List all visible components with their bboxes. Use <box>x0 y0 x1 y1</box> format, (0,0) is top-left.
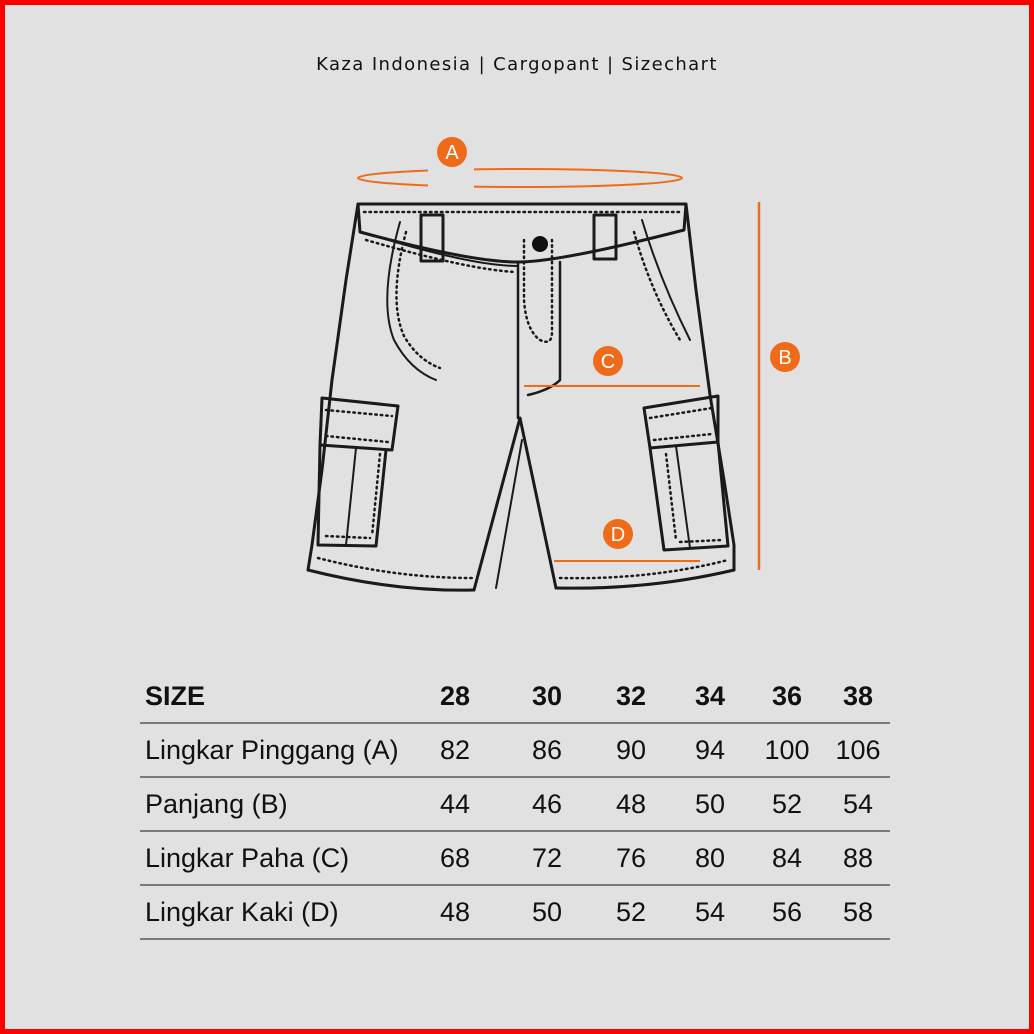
waist-measure-a: A <box>357 137 683 190</box>
marker-b-label: B <box>778 347 791 369</box>
size-header-cell: 28 <box>439 681 471 711</box>
row-label: Lingkar Kaki (D) <box>145 897 339 927</box>
table-header-row: SIZE 28 30 32 34 36 38 <box>140 670 890 724</box>
marker-c-label: C <box>601 351 615 373</box>
size-header-cell: 32 <box>615 681 647 711</box>
size-header-cell: 36 <box>771 681 803 711</box>
marker-a-label: A <box>445 142 459 164</box>
size-header-cell: 38 <box>842 681 874 711</box>
table-cell: 48 <box>439 897 471 927</box>
table-cell: 56 <box>771 897 803 927</box>
table-cell: 54 <box>842 789 874 819</box>
row-label: Lingkar Paha (C) <box>145 843 350 873</box>
table-cell: 90 <box>615 735 647 765</box>
table-cell: 44 <box>439 789 471 819</box>
leg-measure-d: D <box>554 519 700 562</box>
size-table: SIZE 28 30 32 34 36 38 Lingkar Pinggang … <box>140 670 890 940</box>
shorts-diagram: A <box>306 137 800 592</box>
table-row: Lingkar Kaki (D) 48 50 52 54 56 58 <box>140 886 890 940</box>
shorts-outline <box>306 202 736 592</box>
table-cell: 52 <box>771 789 803 819</box>
row-label: Lingkar Pinggang (A) <box>145 735 399 765</box>
table-cell: 106 <box>835 735 881 765</box>
size-header-label: SIZE <box>145 681 206 711</box>
marker-d-label: D <box>611 524 625 546</box>
table-cell: 72 <box>531 843 563 873</box>
size-header-cell: 34 <box>694 681 726 711</box>
button-icon <box>532 236 548 252</box>
table-row: Panjang (B) 44 46 48 50 52 54 <box>140 778 890 832</box>
table-cell: 80 <box>694 843 726 873</box>
size-chart-panel <box>5 5 1029 1029</box>
table-cell: 54 <box>694 897 726 927</box>
row-label: Panjang (B) <box>145 789 288 819</box>
table-cell: 94 <box>694 735 726 765</box>
table-cell: 82 <box>439 735 471 765</box>
thigh-measure-c: C <box>524 346 700 387</box>
table-cell: 52 <box>615 897 647 927</box>
size-header-cell: 30 <box>531 681 563 711</box>
length-measure-b: B <box>757 202 800 570</box>
table-cell: 68 <box>439 843 471 873</box>
table-cell: 100 <box>764 735 810 765</box>
stitching <box>316 210 730 580</box>
table-row: Lingkar Paha (C) 68 72 76 80 84 88 <box>140 832 890 886</box>
table-cell: 58 <box>842 897 874 927</box>
table-cell: 46 <box>531 789 563 819</box>
table-row: Lingkar Pinggang (A) 82 86 90 94 100 106 <box>140 724 890 778</box>
table-cell: 50 <box>694 789 726 819</box>
table-cell: 76 <box>615 843 647 873</box>
table-cell: 86 <box>531 735 563 765</box>
page-title: Kaza Indonesia | Cargopant | Sizechart <box>316 54 718 75</box>
table-cell: 88 <box>842 843 874 873</box>
table-cell: 50 <box>531 897 563 927</box>
table-cell: 84 <box>771 843 803 873</box>
table-cell: 48 <box>615 789 647 819</box>
